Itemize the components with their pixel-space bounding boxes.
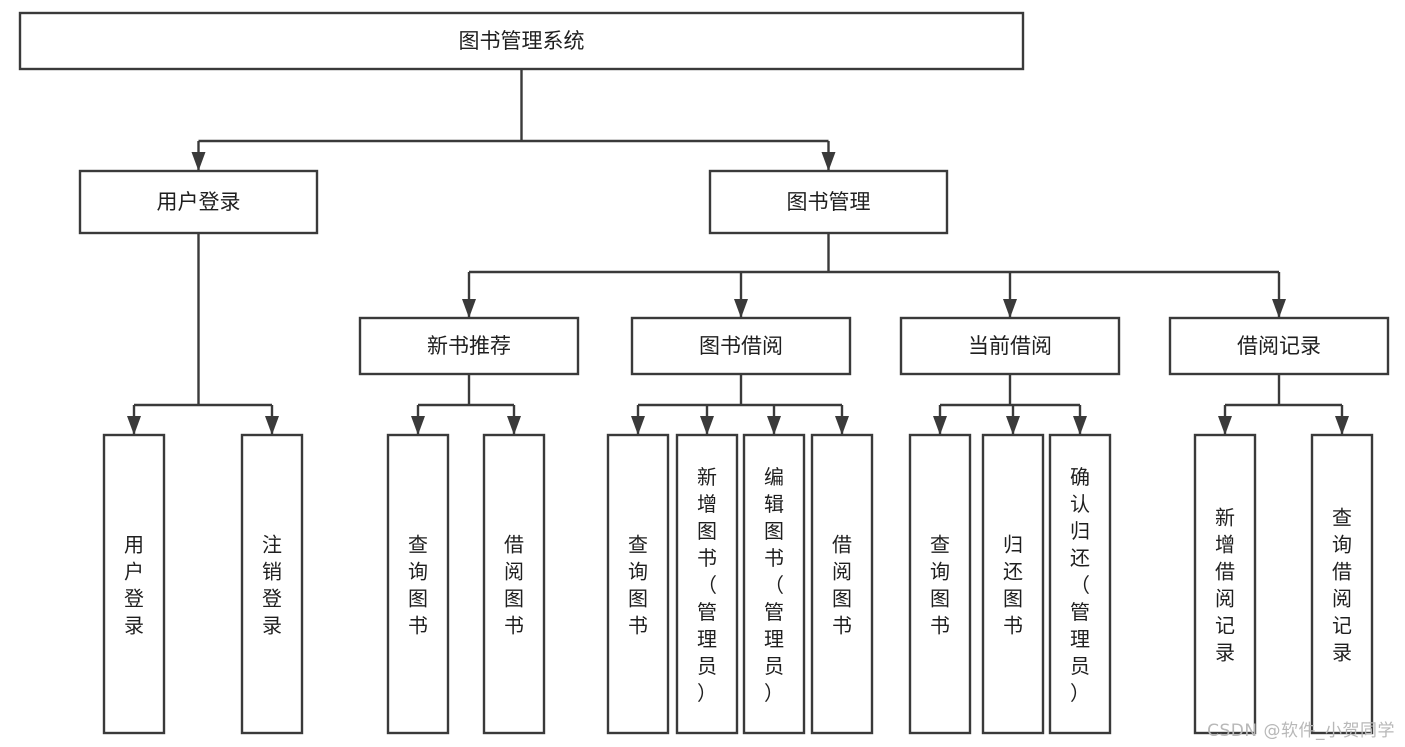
node-label: 借阅图书 (504, 533, 524, 638)
node-label: 新增借阅记录 (1215, 506, 1235, 665)
node-box[interactable] (240, 433, 304, 735)
node-box[interactable] (708, 169, 949, 235)
node-label: 注销登录 (262, 533, 282, 638)
arrow-head-icon (411, 416, 425, 435)
node-leaf-edit-book[interactable]: 编辑图书（管理员） (742, 433, 806, 735)
arrow-head-icon (767, 416, 781, 435)
node-leaf-query-book-1[interactable]: 查询图书 (386, 433, 450, 735)
node-box[interactable] (358, 316, 580, 376)
arrow-head-icon (191, 152, 206, 171)
node-layer: 图书管理系统用户登录图书管理新书推荐图书借阅当前借阅借阅记录用户登录注销登录查询… (18, 11, 1390, 735)
node-leaf-logout[interactable]: 注销登录 (240, 433, 304, 735)
node-leaf-query-record[interactable]: 查询借阅记录 (1310, 433, 1374, 735)
node-user-login[interactable]: 用户登录 (78, 169, 319, 235)
arrow-head-icon (1272, 299, 1286, 318)
node-leaf-return-book[interactable]: 归还图书 (981, 433, 1045, 735)
node-box[interactable] (1048, 433, 1112, 735)
node-leaf-add-record[interactable]: 新增借阅记录 (1193, 433, 1257, 735)
node-label: 查询图书 (628, 533, 648, 638)
arrow-head-icon (1073, 416, 1087, 435)
node-label: 确认归还（管理员） (1070, 465, 1090, 705)
arrow-head-icon (127, 416, 141, 435)
node-label: 归还图书 (1003, 533, 1023, 638)
node-leaf-query-book-2[interactable]: 查询图书 (606, 433, 670, 735)
node-label: 图书借阅 (699, 334, 783, 358)
node-leaf-user-login[interactable]: 用户登录 (102, 433, 166, 735)
arrow-head-icon (734, 299, 748, 318)
node-label: 用户登录 (124, 533, 144, 638)
node-borrow-record[interactable]: 借阅记录 (1168, 316, 1390, 376)
node-current-borrow[interactable]: 当前借阅 (899, 316, 1121, 376)
node-label: 查询图书 (930, 533, 950, 638)
node-box[interactable] (78, 169, 319, 235)
node-box[interactable] (102, 433, 166, 735)
node-label: 新增图书（管理员） (697, 465, 717, 705)
node-box[interactable] (675, 433, 739, 735)
arrow-head-icon (1218, 416, 1232, 435)
node-leaf-add-book[interactable]: 新增图书（管理员） (675, 433, 739, 735)
node-box[interactable] (606, 433, 670, 735)
node-book-manage[interactable]: 图书管理 (708, 169, 949, 235)
node-box[interactable] (18, 11, 1025, 71)
node-label: 借阅图书 (832, 533, 852, 638)
arrow-head-icon (1003, 299, 1017, 318)
node-box[interactable] (981, 433, 1045, 735)
arrow-head-icon (821, 152, 836, 171)
node-box[interactable] (1168, 316, 1390, 376)
node-leaf-query-book-3[interactable]: 查询图书 (908, 433, 972, 735)
node-label: 当前借阅 (968, 334, 1052, 358)
node-box[interactable] (908, 433, 972, 735)
node-box[interactable] (482, 433, 546, 735)
node-box[interactable] (899, 316, 1121, 376)
node-label: 新书推荐 (427, 334, 511, 358)
csdn-watermark: CSDN @软件_小贺同学 (1207, 721, 1395, 741)
node-label: 用户登录 (157, 190, 241, 214)
arrow-head-icon (507, 416, 521, 435)
arrow-head-icon (462, 299, 476, 318)
node-label: 查询借阅记录 (1332, 506, 1352, 665)
node-root[interactable]: 图书管理系统 (18, 11, 1025, 71)
node-book-borrow[interactable]: 图书借阅 (630, 316, 852, 376)
node-leaf-confirm-return[interactable]: 确认归还（管理员） (1048, 433, 1112, 735)
arrow-head-icon (1335, 416, 1349, 435)
node-leaf-borrow-book-1[interactable]: 借阅图书 (482, 433, 546, 735)
node-leaf-borrow-book-2[interactable]: 借阅图书 (810, 433, 874, 735)
arrow-head-icon (265, 416, 279, 435)
node-label: 图书管理 (787, 190, 871, 214)
arrow-head-icon (933, 416, 947, 435)
node-new-book-recommend[interactable]: 新书推荐 (358, 316, 580, 376)
connector-layer (127, 69, 1349, 435)
arrow-head-icon (700, 416, 714, 435)
arrow-head-icon (835, 416, 849, 435)
node-box[interactable] (810, 433, 874, 735)
node-label: 借阅记录 (1237, 334, 1321, 358)
node-box[interactable] (742, 433, 806, 735)
node-label: 编辑图书（管理员） (764, 465, 784, 705)
node-box[interactable] (386, 433, 450, 735)
node-label: 图书管理系统 (459, 29, 585, 53)
node-label: 查询图书 (408, 533, 428, 638)
node-box[interactable] (1310, 433, 1374, 735)
node-box[interactable] (630, 316, 852, 376)
node-box[interactable] (1193, 433, 1257, 735)
arrow-head-icon (1006, 416, 1020, 435)
arrow-head-icon (631, 416, 645, 435)
